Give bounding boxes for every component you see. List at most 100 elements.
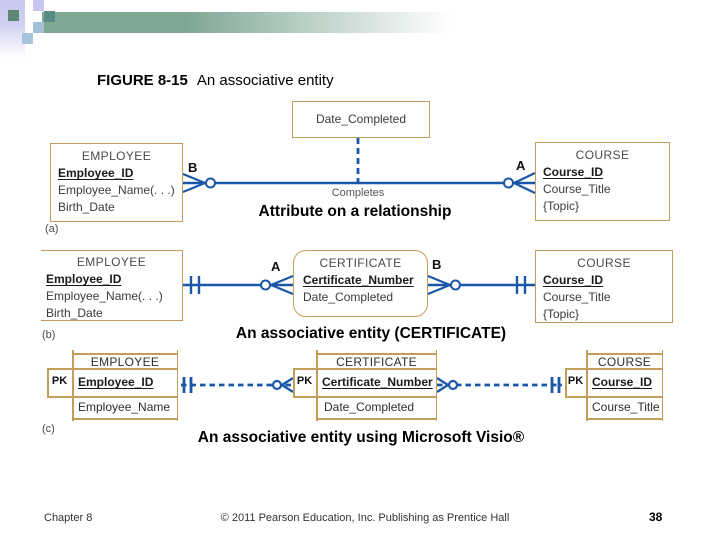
table-title: EMPLOYEE [90,354,160,369]
table-line [293,368,295,398]
mandatory-one-ticks-icon [189,276,201,294]
entity-title: EMPLOYEE [76,255,147,269]
table-title: COURSE [597,354,652,369]
entity-key-attribute: Employee_ID [46,272,122,286]
table-line [565,396,663,398]
table-key-attribute: Employee_ID [78,375,154,389]
footer-chapter: Chapter 8 [44,512,93,524]
table-key-attribute: Course_ID [592,375,653,389]
entity-title: EMPLOYEE [81,149,152,163]
table-line [661,350,663,421]
connector-b-right [427,274,535,296]
entity-attribute: {Topic} [543,307,580,321]
panel-label-a: (a) [45,223,59,235]
table-attribute: Course_Title [592,400,660,414]
visio-table-certificate: CERTIFICATE PK Certificate_Number Date_C… [293,350,437,421]
entity-attribute: Employee_Name(. . .) [46,289,163,303]
pixel-square-icon [44,11,55,22]
optional-circle-icon [260,279,271,291]
table-attribute: Date_Completed [324,400,415,414]
table-line [435,350,437,421]
cardinality-label-b: B [188,160,198,175]
table-line [72,353,178,355]
table-line [565,368,567,398]
relationship-name: Completes [331,187,385,199]
mandatory-one-ticks-icon [515,276,527,294]
caption-a: Attribute on a relationship [258,203,452,220]
entity-title: CERTIFICATE [319,256,402,270]
entity-attribute: Course_Title [543,182,611,196]
mandatory-one-ticks-icon [182,377,193,393]
connector-c-right [436,376,562,394]
table-line [565,368,663,370]
panel-label-c: (c) [42,423,55,435]
table-title: CERTIFICATE [336,354,417,369]
entity-attribute: Course_Title [543,290,611,304]
figure-caption: An associative entity [196,72,334,89]
entity-attribute: Birth_Date [58,200,115,214]
entity-title: COURSE [575,148,630,162]
connector-c-left [181,376,294,394]
table-line [293,396,437,398]
optional-circle-icon [205,177,216,189]
figure-title: FIGURE 8-15 An associative entity [97,72,334,89]
entity-attribute: Date_Completed [303,290,394,304]
table-line [47,368,178,370]
table-line [316,350,318,421]
attribute-label: Date_Completed [315,112,407,126]
table-line [586,353,663,355]
table-line [586,350,588,421]
pk-label: PK [51,375,68,387]
crow-foot-icon [281,376,294,394]
cardinality-label-a: A [271,259,281,274]
cardinality-label-a: A [516,158,526,173]
pixel-square-icon [22,33,33,44]
panel-label-b: (b) [42,329,56,341]
cardinality-label-b: B [432,257,442,272]
table-line [586,418,663,420]
entity-employee-b: EMPLOYEE Employee_ID Employee_Name(. . .… [41,250,183,321]
optional-circle-icon [503,177,514,189]
entity-key-attribute: Employee_ID [58,166,134,180]
crow-foot-icon [270,274,294,296]
entity-key-attribute: Course_ID [543,165,604,179]
pixel-square-icon [33,22,44,33]
optional-circle-icon [447,379,459,391]
visio-table-course: COURSE PK Course_ID Course_Title [565,350,663,421]
entity-attribute: Employee_Name(. . .) [58,183,175,197]
relationship-line-a [182,138,536,194]
green-banner-decoration [42,12,450,33]
table-line [316,353,437,355]
pixel-square-icon [33,0,44,11]
entity-key-attribute: Course_ID [543,273,604,287]
entity-employee-a: EMPLOYEE Employee_ID Employee_Name(. . .… [50,143,183,222]
entity-course-b: COURSE Course_ID Course_Title {Topic} [535,250,673,323]
table-line [293,368,437,370]
figure-number: FIGURE 8-15 [97,72,188,89]
mandatory-one-ticks-icon [550,377,561,393]
pixel-square-icon [8,10,19,21]
table-line [72,418,178,420]
table-line [72,350,74,421]
attribute-box-date-completed: Date_Completed [292,101,430,138]
lavender-bar-decoration [0,0,25,58]
table-line [176,350,178,421]
table-line [316,418,437,420]
table-key-attribute: Certificate_Number [322,375,433,389]
pk-label: PK [296,375,313,387]
crow-foot-icon [436,376,449,394]
entity-attribute: {Topic} [543,199,580,213]
optional-circle-icon [450,279,461,291]
associative-entity-certificate: CERTIFICATE Certificate_Number Date_Comp… [293,250,428,317]
table-line [47,368,49,398]
connector-b-left [183,274,294,296]
entity-key-attribute: Certificate_Number [303,273,414,287]
pk-label: PK [567,375,584,387]
footer-page-number: 38 [649,510,663,524]
entity-course-a: COURSE Course_ID Course_Title {Topic} [535,142,670,221]
entity-attribute: Birth_Date [46,306,103,320]
table-attribute: Employee_Name [78,400,171,414]
table-line [47,396,178,398]
optional-circle-icon [271,379,283,391]
